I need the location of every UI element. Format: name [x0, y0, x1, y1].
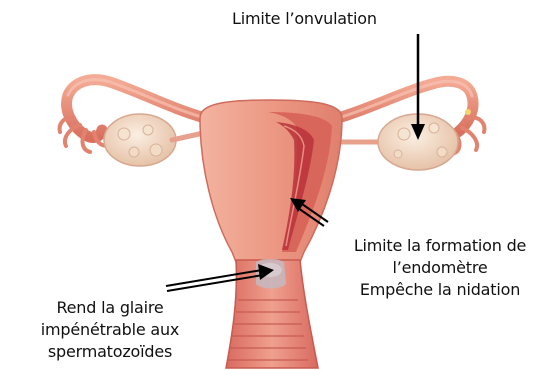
label-ovulation: Limite l’onvulation: [232, 8, 377, 30]
label-cervical-mucus-line3: spermatozoïdes: [20, 341, 200, 363]
label-endometrium-line2: l’endomètre: [338, 257, 540, 279]
left-ovary: [104, 114, 208, 166]
label-ovulation-text: Limite l’onvulation: [232, 8, 377, 30]
label-cervical-mucus-line1: Rend la glaire: [20, 297, 200, 319]
label-endometrium: Limite la formation de l’endomètre Empêc…: [338, 235, 540, 301]
label-endometrium-line3: Empêche la nidation: [338, 279, 540, 301]
label-cervical-mucus-line2: impénétrable aux: [20, 319, 200, 341]
right-ovary: [338, 114, 458, 170]
label-endometrium-line1: Limite la formation de: [338, 235, 540, 257]
cervix-vagina: [226, 259, 318, 368]
label-cervical-mucus: Rend la glaire impénétrable aux spermato…: [20, 297, 200, 363]
uterus-body: [200, 100, 342, 262]
